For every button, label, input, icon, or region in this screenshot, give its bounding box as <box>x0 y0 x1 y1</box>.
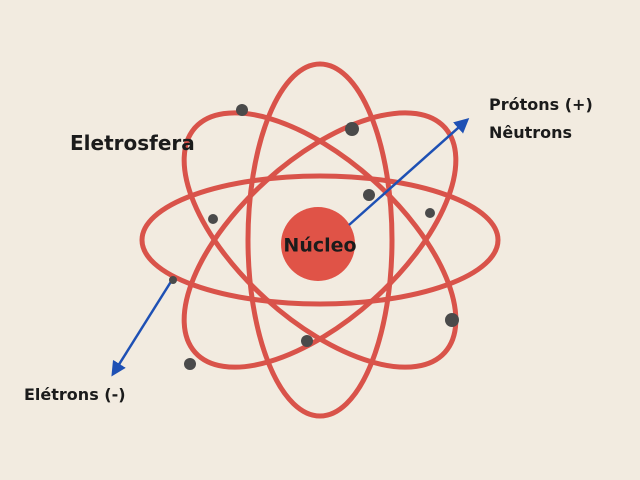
label-electrons: Elétrons (-) <box>24 385 126 404</box>
electron <box>425 208 435 218</box>
electron <box>301 335 313 347</box>
label-neutrons: Nêutrons <box>489 123 572 142</box>
electron <box>345 122 359 136</box>
electron <box>208 214 218 224</box>
electron <box>184 358 196 370</box>
electron <box>236 104 248 116</box>
label-protons: Prótons (+) <box>489 95 593 114</box>
electron <box>363 189 375 201</box>
label-electrosphere: Eletrosfera <box>70 131 195 155</box>
label-nucleus: Núcleo <box>283 235 356 257</box>
electron <box>445 313 459 327</box>
electron <box>169 276 177 284</box>
